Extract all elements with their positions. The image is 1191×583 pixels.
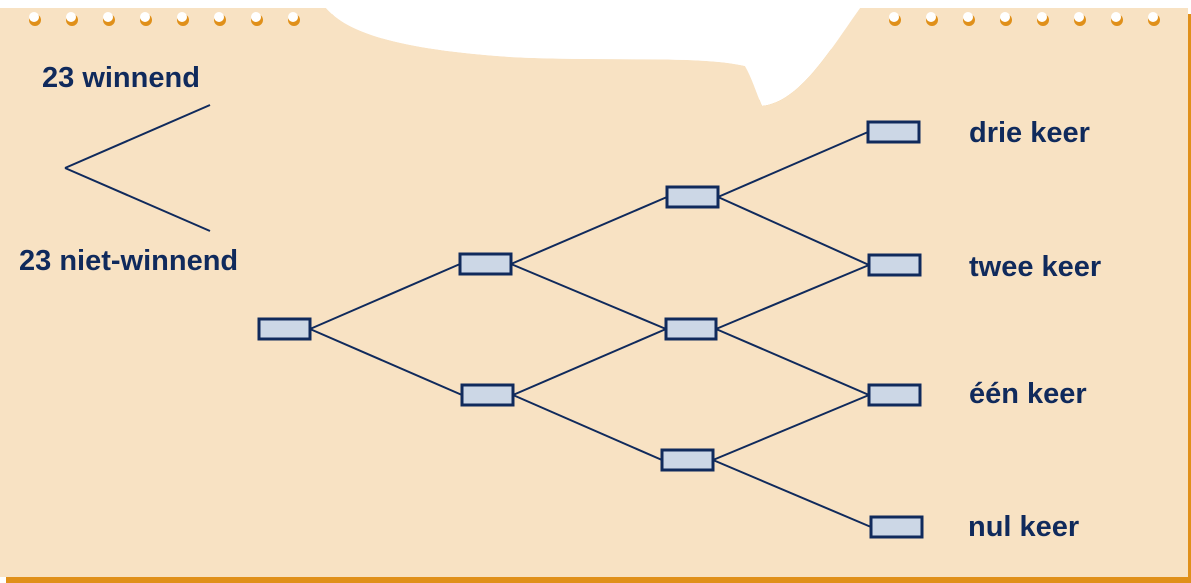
- legend-bottom-label: 23 niet-winnend: [19, 245, 239, 277]
- paper-sheet: [0, 8, 1188, 577]
- branch-l2-bottom-down: [712, 459, 872, 528]
- outcome-label-one: één keer: [969, 378, 1087, 410]
- binder-hole: [288, 12, 300, 26]
- binder-hole: [29, 12, 41, 26]
- legend-branch-up: [64, 104, 211, 169]
- binder-hole: [926, 12, 938, 26]
- binder-hole: [1074, 12, 1086, 26]
- branch-l2-top-up: [717, 131, 869, 198]
- branch-root-down: [309, 328, 463, 396]
- binder-hole: [177, 12, 189, 26]
- torn-paper-gap: [326, 0, 860, 106]
- answer-box-l1-bottom[interactable]: [460, 383, 515, 407]
- legend-branch-down: [64, 167, 211, 232]
- answer-box-root[interactable]: [257, 317, 312, 341]
- branch-l1-bottom-up: [512, 328, 667, 396]
- branch-l2-mid-up: [715, 264, 870, 330]
- binder-hole: [1000, 12, 1012, 26]
- binder-hole: [963, 12, 975, 26]
- answer-box-l2-top[interactable]: [665, 185, 720, 209]
- outcome-label-zero: nul keer: [968, 511, 1080, 543]
- branch-l2-mid-down: [715, 328, 870, 396]
- branch-l1-bottom-down: [512, 394, 663, 461]
- binder-hole: [66, 12, 78, 26]
- binder-hole: [1148, 12, 1160, 26]
- binder-holes: [29, 12, 1160, 26]
- answer-box-one[interactable]: [867, 383, 922, 407]
- answer-box-two[interactable]: [867, 253, 922, 277]
- binder-hole: [1111, 12, 1123, 26]
- answer-box-l1-top[interactable]: [458, 252, 513, 276]
- answer-box-l2-mid[interactable]: [664, 317, 718, 341]
- branch-l1-top-up: [510, 196, 668, 265]
- binder-hole: [140, 12, 152, 26]
- outcome-label-two: twee keer: [969, 251, 1102, 283]
- branch-l1-top-down: [510, 263, 667, 330]
- binder-hole: [214, 12, 226, 26]
- binder-hole: [103, 12, 115, 26]
- binder-hole: [251, 12, 263, 26]
- outcome-label-three: drie keer: [969, 117, 1090, 149]
- answer-box-three[interactable]: [866, 120, 921, 144]
- binder-hole: [889, 12, 901, 26]
- branch-l2-top-down: [717, 196, 870, 266]
- legend-top-label: 23 winnend: [42, 62, 200, 94]
- branch-l2-bottom-up: [712, 394, 870, 461]
- answer-box-l2-bottom[interactable]: [660, 448, 715, 472]
- binder-hole: [1037, 12, 1049, 26]
- branch-root-up: [309, 263, 461, 330]
- answer-box-zero[interactable]: [869, 515, 924, 539]
